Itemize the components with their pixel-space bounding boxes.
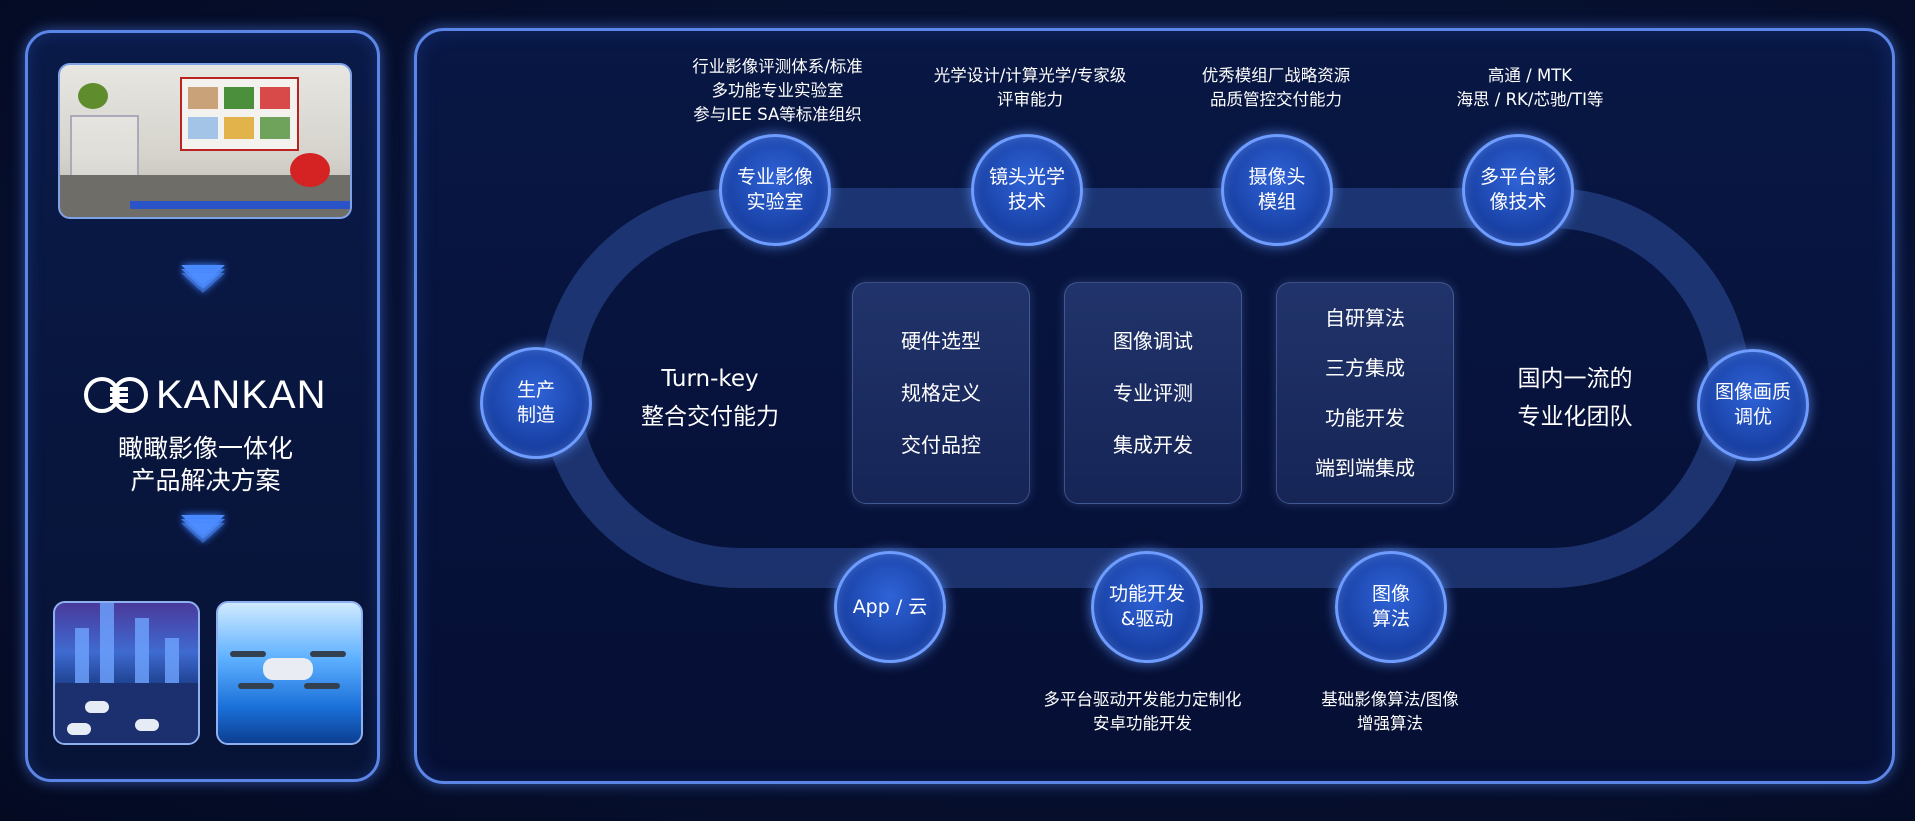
capability-item: 自研算法 [1325,306,1405,330]
capability-item: 规格定义 [901,381,981,405]
caption-camera-module: 优秀模组厂战略资源 品质管控交付能力 [1201,66,1351,109]
node-image-algorithm: 图像 算法 [1335,551,1447,663]
node-multi-platform: 多平台影 像技术 [1462,134,1574,246]
smart-city-image [53,601,200,745]
capability-item: 端到端集成 [1315,456,1415,480]
node-image-tuning: 图像画质 调优 [1697,349,1809,461]
capability-box-algorithm: 自研算法 三方集成 功能开发 端到端集成 [1276,282,1454,504]
node-app-cloud: App / 云 [834,551,946,663]
imaging-lab-photo [58,63,352,219]
node-imaging-lab: 专业影像 实验室 [719,134,831,246]
slogan-line-1: 瞰瞰影像一体化 [117,434,293,463]
capability-item: 图像调试 [1113,329,1193,353]
capability-box-hardware: 硬件选型 规格定义 交付品控 [852,282,1030,504]
kankan-logo: KANKAN [82,373,342,417]
chevron-down-icon [178,515,228,565]
turnkey-line-2: 整合交付能力 [641,404,779,430]
slogan-line-2: 产品解决方案 [130,466,281,495]
capability-item: 专业评测 [1113,381,1193,405]
drone-image [216,601,363,745]
caption-lens-optics: 光学设计/计算光学/专家级 评审能力 [933,66,1127,109]
chevron-down-icon [178,265,228,315]
team-line-1: 国内一流的 [1517,366,1633,392]
capability-item: 硬件选型 [901,329,981,353]
capability-item: 功能开发 [1325,406,1405,430]
caption-image-algorithm: 基础影像算法/图像 增强算法 [1321,690,1459,733]
capability-box-tuning: 图像调试 专业评测 集成开发 [1064,282,1242,504]
caption-function-driver: 多平台驱动开发能力定制化 安卓功能开发 [1043,690,1242,733]
capability-item: 三方集成 [1325,356,1405,380]
caption-imaging-lab: 行业影像评测体系/标准 多功能专业实验室 参与IEE SA等标准组织 [692,57,863,124]
team-title: 国内一流的 专业化团队 [1490,360,1660,436]
node-function-driver: 功能开发 &驱动 [1091,551,1203,663]
kankan-logo-icon [84,377,148,413]
turnkey-line-1: Turn-key [661,366,759,392]
capability-item: 集成开发 [1113,433,1193,457]
caption-multi-platform: 高通 / MTK 海思 / RK/芯驰/TI等 [1456,66,1604,109]
turnkey-title: Turn-key 整合交付能力 [620,360,800,436]
node-manufacturing: 生产 制造 [480,347,592,459]
node-lens-optics: 镜头光学 技术 [971,134,1083,246]
team-line-2: 专业化团队 [1517,404,1633,430]
capability-item: 交付品控 [901,433,981,457]
node-camera-module: 摄像头 模组 [1221,134,1333,246]
brand-name: KANKAN [156,373,327,417]
